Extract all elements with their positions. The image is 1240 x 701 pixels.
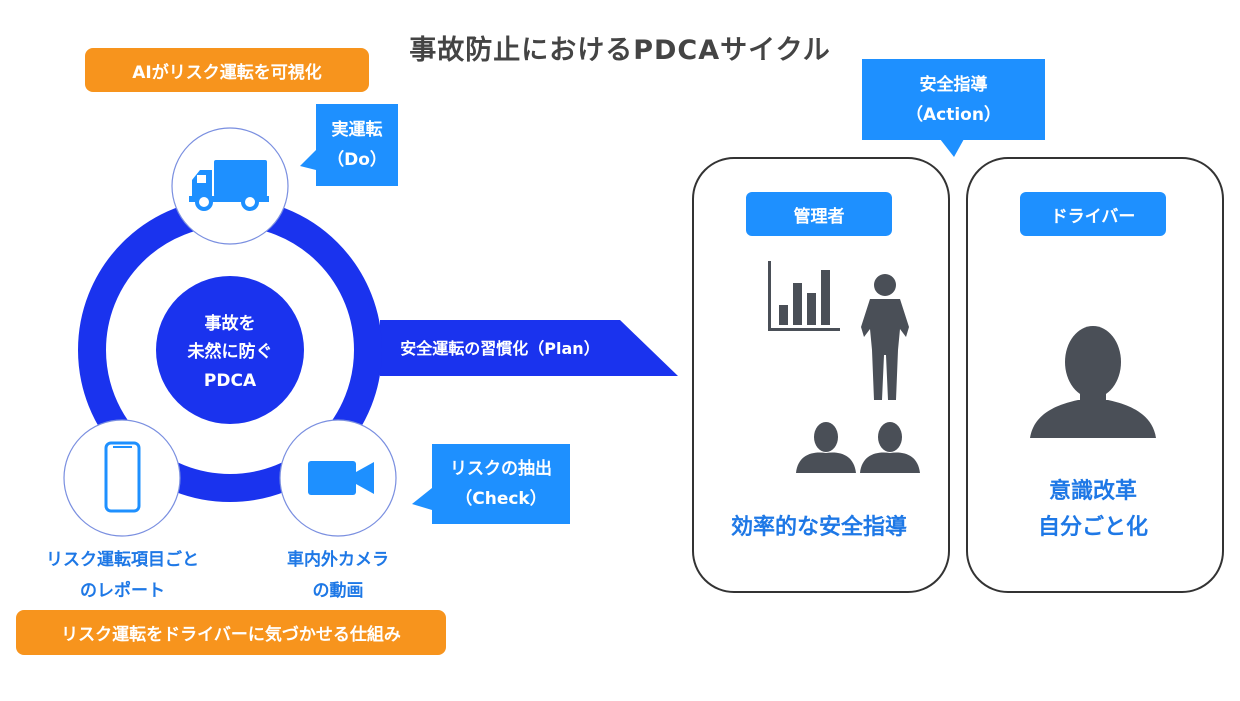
bar-chart-icon — [768, 261, 840, 331]
video-camera-icon — [308, 461, 374, 495]
phone-label-line1: リスク運転項目ごと — [46, 550, 199, 570]
driver-panel-text: 意識改革 自分ごと化 — [966, 474, 1220, 546]
camera-label-line2: の動画 — [312, 581, 364, 601]
truck-icon — [189, 160, 269, 211]
driver-silhouette-icon — [1030, 326, 1156, 438]
do-callout-line2: （Do） — [327, 150, 387, 170]
camera-label: 車内外カメラ の動画 — [268, 545, 408, 607]
driver-panel-line1: 意識改革 — [1048, 479, 1137, 504]
check-callout-line1: リスクの抽出 — [450, 459, 552, 479]
employee-busts-icon — [796, 422, 920, 473]
phone-label-line2: のレポート — [80, 581, 165, 601]
camera-label-line1: 車内外カメラ — [287, 550, 389, 570]
center-text-line3: PDCA — [204, 371, 257, 391]
phone-label: リスク運転項目ごと のレポート — [20, 545, 225, 607]
driver-role-pill: ドライバー — [1020, 192, 1166, 236]
driver-panel-line2: 自分ごと化 — [1037, 515, 1148, 540]
phone-circle — [63, 419, 181, 537]
ai-visualization-pill: AIがリスク運転を可視化 — [85, 48, 369, 92]
manager-panel-text: 効率的な安全指導 — [730, 515, 907, 540]
center-text-line1: 事故を — [205, 313, 256, 334]
manager-role-pill: 管理者 — [746, 192, 892, 236]
plan-arrow — [380, 320, 678, 376]
action-callout: 安全指導 （Action） — [862, 59, 1045, 140]
check-callout-line2: （Check） — [455, 489, 547, 509]
smartphone-icon — [104, 441, 141, 513]
do-callout: 実運転 （Do） — [316, 104, 398, 186]
plan-label: 安全運転の習慣化（Plan） — [400, 339, 599, 358]
manager-illustration — [768, 261, 920, 473]
center-circle — [156, 276, 304, 424]
check-callout-pointer — [412, 488, 432, 510]
do-callout-line1: 実運転 — [331, 120, 383, 140]
do-callout-pointer — [300, 150, 316, 170]
check-callout: リスクの抽出 （Check） — [432, 444, 570, 524]
page-title: 事故防止におけるPDCAサイクル — [409, 35, 831, 66]
center-text-line2: 未然に防ぐ — [187, 341, 273, 362]
action-callout-line1: 安全指導 — [919, 74, 988, 95]
action-callout-pointer — [940, 139, 964, 157]
action-callout-line2: （Action） — [906, 104, 1001, 125]
pdca-cycle-graphic: 事故を 未然に防ぐ PDCA 安全運転の習慣化（Plan） — [63, 127, 678, 537]
standing-person-icon — [861, 274, 909, 400]
driver-awareness-pill: リスク運転をドライバーに気づかせる仕組み — [16, 610, 446, 655]
